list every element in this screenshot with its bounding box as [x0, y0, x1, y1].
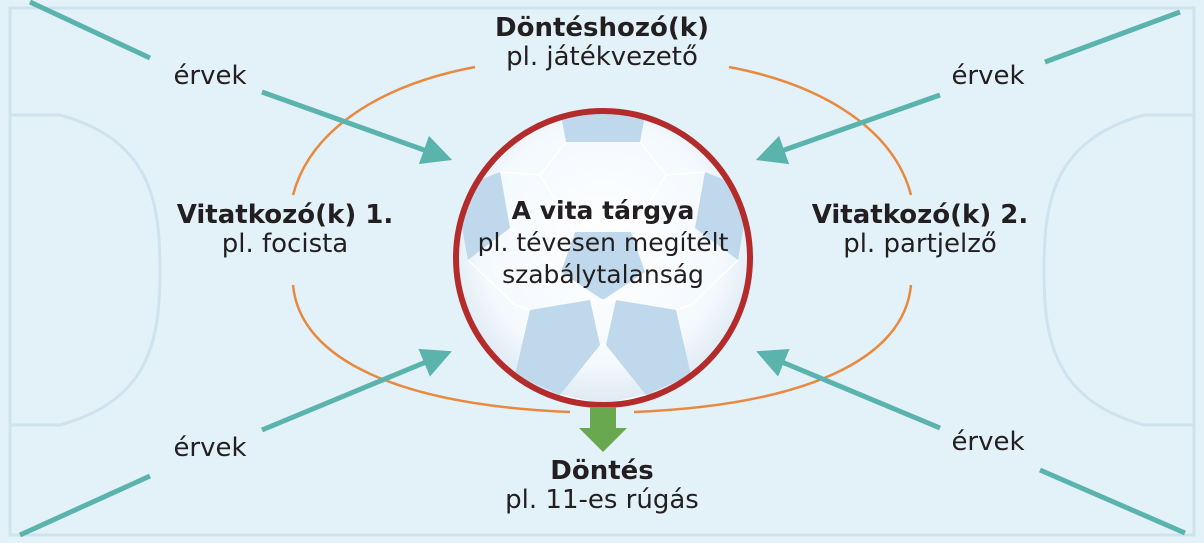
ellipse-arc-bottom-right	[633, 284, 913, 414]
decision-title: Döntés	[550, 456, 654, 486]
debater-1-example: pl. focista	[221, 229, 349, 260]
debater-2-title: Vitatkozó(k) 2.	[811, 200, 1029, 230]
debater-1-label: Vitatkozó(k) 1. pl. focista	[140, 200, 430, 260]
arrow-bottom-right-tail	[1039, 467, 1186, 536]
arrow-top-right-tail	[1044, 9, 1181, 65]
ellipse-arc-bottom-left	[291, 284, 571, 414]
subject-title: A vita tárgya	[511, 196, 695, 225]
decision-example: pl. 11-es rúgás	[505, 485, 699, 516]
ellipse-arc-top-left	[291, 65, 476, 196]
subject-label: A vita tárgya pl. tévesen megítélt szabá…	[453, 195, 753, 291]
decision-label: Döntés pl. 11-es rúgás	[452, 456, 752, 516]
argument-label-top-left: érvek	[173, 61, 247, 91]
decision-maker-title: Döntéshozó(k)	[495, 13, 709, 43]
decision-arrow	[579, 407, 627, 452]
decision-maker-label: Döntéshozó(k) pl. játékvezető	[452, 13, 752, 73]
arrow-top-right	[755, 92, 941, 165]
argument-arrows	[18, 0, 1186, 538]
decision-maker-example: pl. játékvezető	[506, 42, 698, 73]
soccer-ball-icon	[453, 108, 753, 408]
arrow-bottom-left-tail	[18, 473, 152, 538]
arrow-top-left	[261, 89, 453, 165]
subject-line-1: pl. tévesen megítélt	[477, 228, 729, 257]
debater-2-example: pl. partjelző	[843, 229, 997, 260]
right-goal-arc	[1042, 113, 1194, 427]
ellipse-arc-top-right	[728, 65, 913, 196]
arrow-bottom-left	[261, 348, 452, 433]
debate-ellipse	[291, 65, 913, 414]
argument-label-bottom-left: érvek	[173, 433, 247, 463]
debater-2-label: Vitatkozó(k) 2. pl. partjelző	[775, 200, 1065, 260]
debater-1-title: Vitatkozó(k) 1.	[176, 200, 394, 230]
subject-line-2: szabálytalanság	[502, 260, 704, 289]
left-goal-arc	[10, 113, 162, 427]
pitch-border	[8, 6, 1196, 537]
argument-label-bottom-right: érvek	[951, 427, 1025, 457]
arrow-top-left-tail	[28, 0, 152, 61]
arrow-bottom-right	[756, 348, 941, 431]
argument-label-top-right: érvek	[951, 61, 1025, 91]
subject-ring	[453, 108, 753, 408]
